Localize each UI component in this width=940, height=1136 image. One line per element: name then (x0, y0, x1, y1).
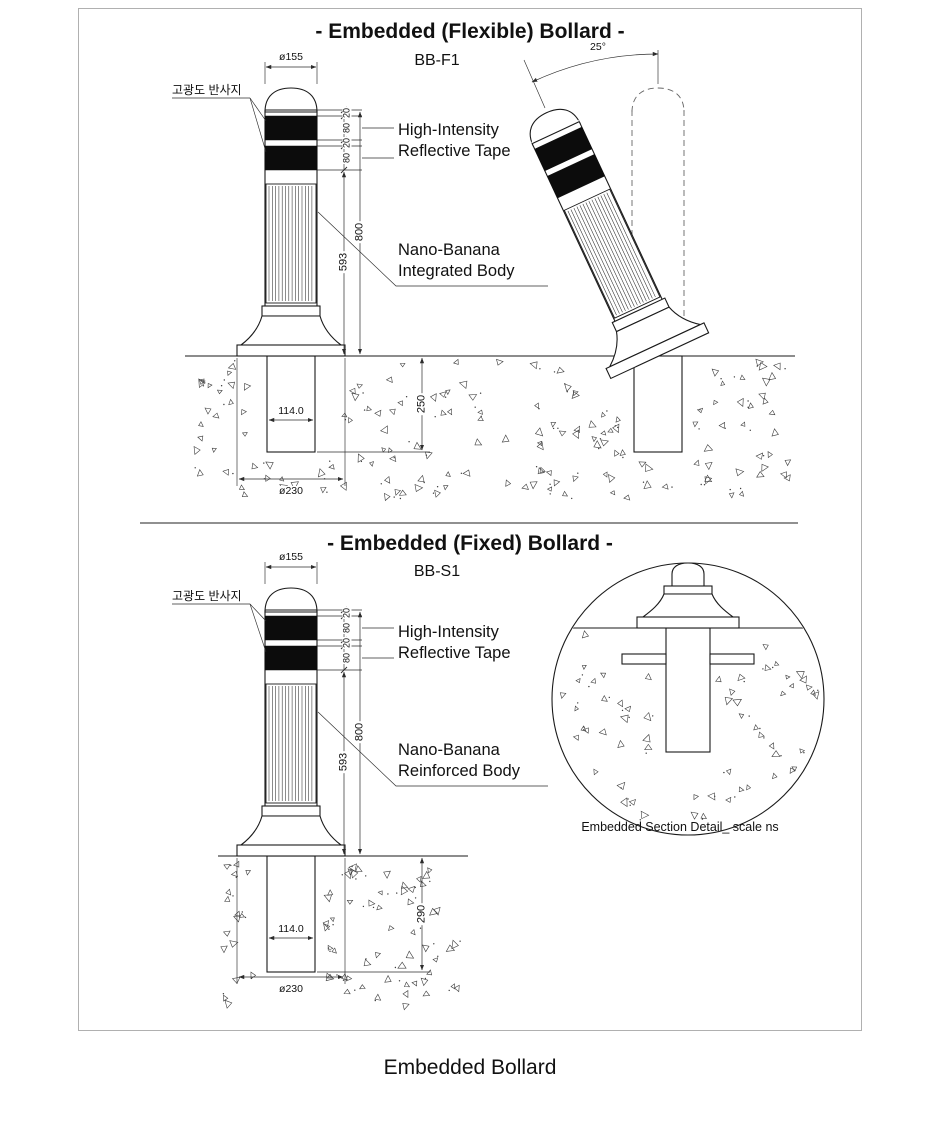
drawing-caption: Embedded Bollard (383, 1056, 557, 1079)
dim-band-gap-top-fixed: 20 (341, 606, 352, 620)
dim-embed-depth-fixed: 290 (415, 902, 428, 926)
dim-overall-height-fixed: 800 (353, 720, 366, 744)
dim-base-diameter-flexible: ø230 (277, 485, 305, 497)
dim-band-gap-mid-flexible: 20 (341, 136, 352, 150)
dim-band1-flexible: 80 (341, 121, 352, 135)
korean-label-flexible: 고광도 반사지 (172, 83, 242, 97)
fixed-model: BB-S1 (413, 563, 461, 580)
flexible-title: - Embedded (Flexible) Bollard - (315, 20, 625, 43)
dim-top-diameter-flexible: ø155 (277, 51, 305, 63)
flexible-ground (185, 355, 795, 502)
embedded-section-detail (551, 562, 825, 836)
dim-embed-width-fixed: 114.0 (276, 923, 306, 935)
tape-label-flexible: High-Intensity Reflective Tape (398, 121, 511, 161)
body-label-fixed: Nano-Banana Reinforced Body (398, 741, 520, 781)
tilt-angle-annotation (523, 50, 659, 109)
drawing-border (78, 8, 862, 1031)
korean-label-fixed: 고광도 반사지 (172, 589, 242, 603)
body-label-flexible: Nano-Banana Integrated Body (398, 241, 515, 281)
fixed-bollard (236, 587, 346, 857)
dim-band2-flexible: 80 (341, 151, 352, 165)
dim-body-height-flexible: 593 (337, 250, 350, 274)
dim-band1-fixed: 80 (341, 621, 352, 635)
dim-band2-fixed: 80 (341, 651, 352, 665)
flexible-bollard-tilted (529, 108, 710, 380)
dim-tilt-angle-flexible: 25° (588, 41, 608, 53)
detail-caption: Embedded Section Detail_ scale ns (581, 820, 779, 834)
dim-base-diameter-fixed: ø230 (277, 983, 305, 995)
dim-top-diameter-fixed: ø155 (277, 551, 305, 563)
flexible-model: BB-F1 (414, 52, 460, 69)
dim-band-gap-mid-fixed: 20 (341, 636, 352, 650)
dim-overall-height-flexible: 800 (353, 220, 366, 244)
dim-embed-depth-flexible: 250 (415, 392, 428, 416)
dim-band-gap-top-flexible: 20 (341, 106, 352, 120)
dim-embed-width-flexible: 114.0 (276, 405, 306, 417)
dim-body-height-fixed: 593 (337, 750, 350, 774)
tape-label-fixed: High-Intensity Reflective Tape (398, 623, 511, 663)
fixed-ground (218, 855, 468, 1011)
fixed-title: - Embedded (Fixed) Bollard - (327, 532, 613, 555)
flexible-bollard-upright (236, 87, 346, 357)
